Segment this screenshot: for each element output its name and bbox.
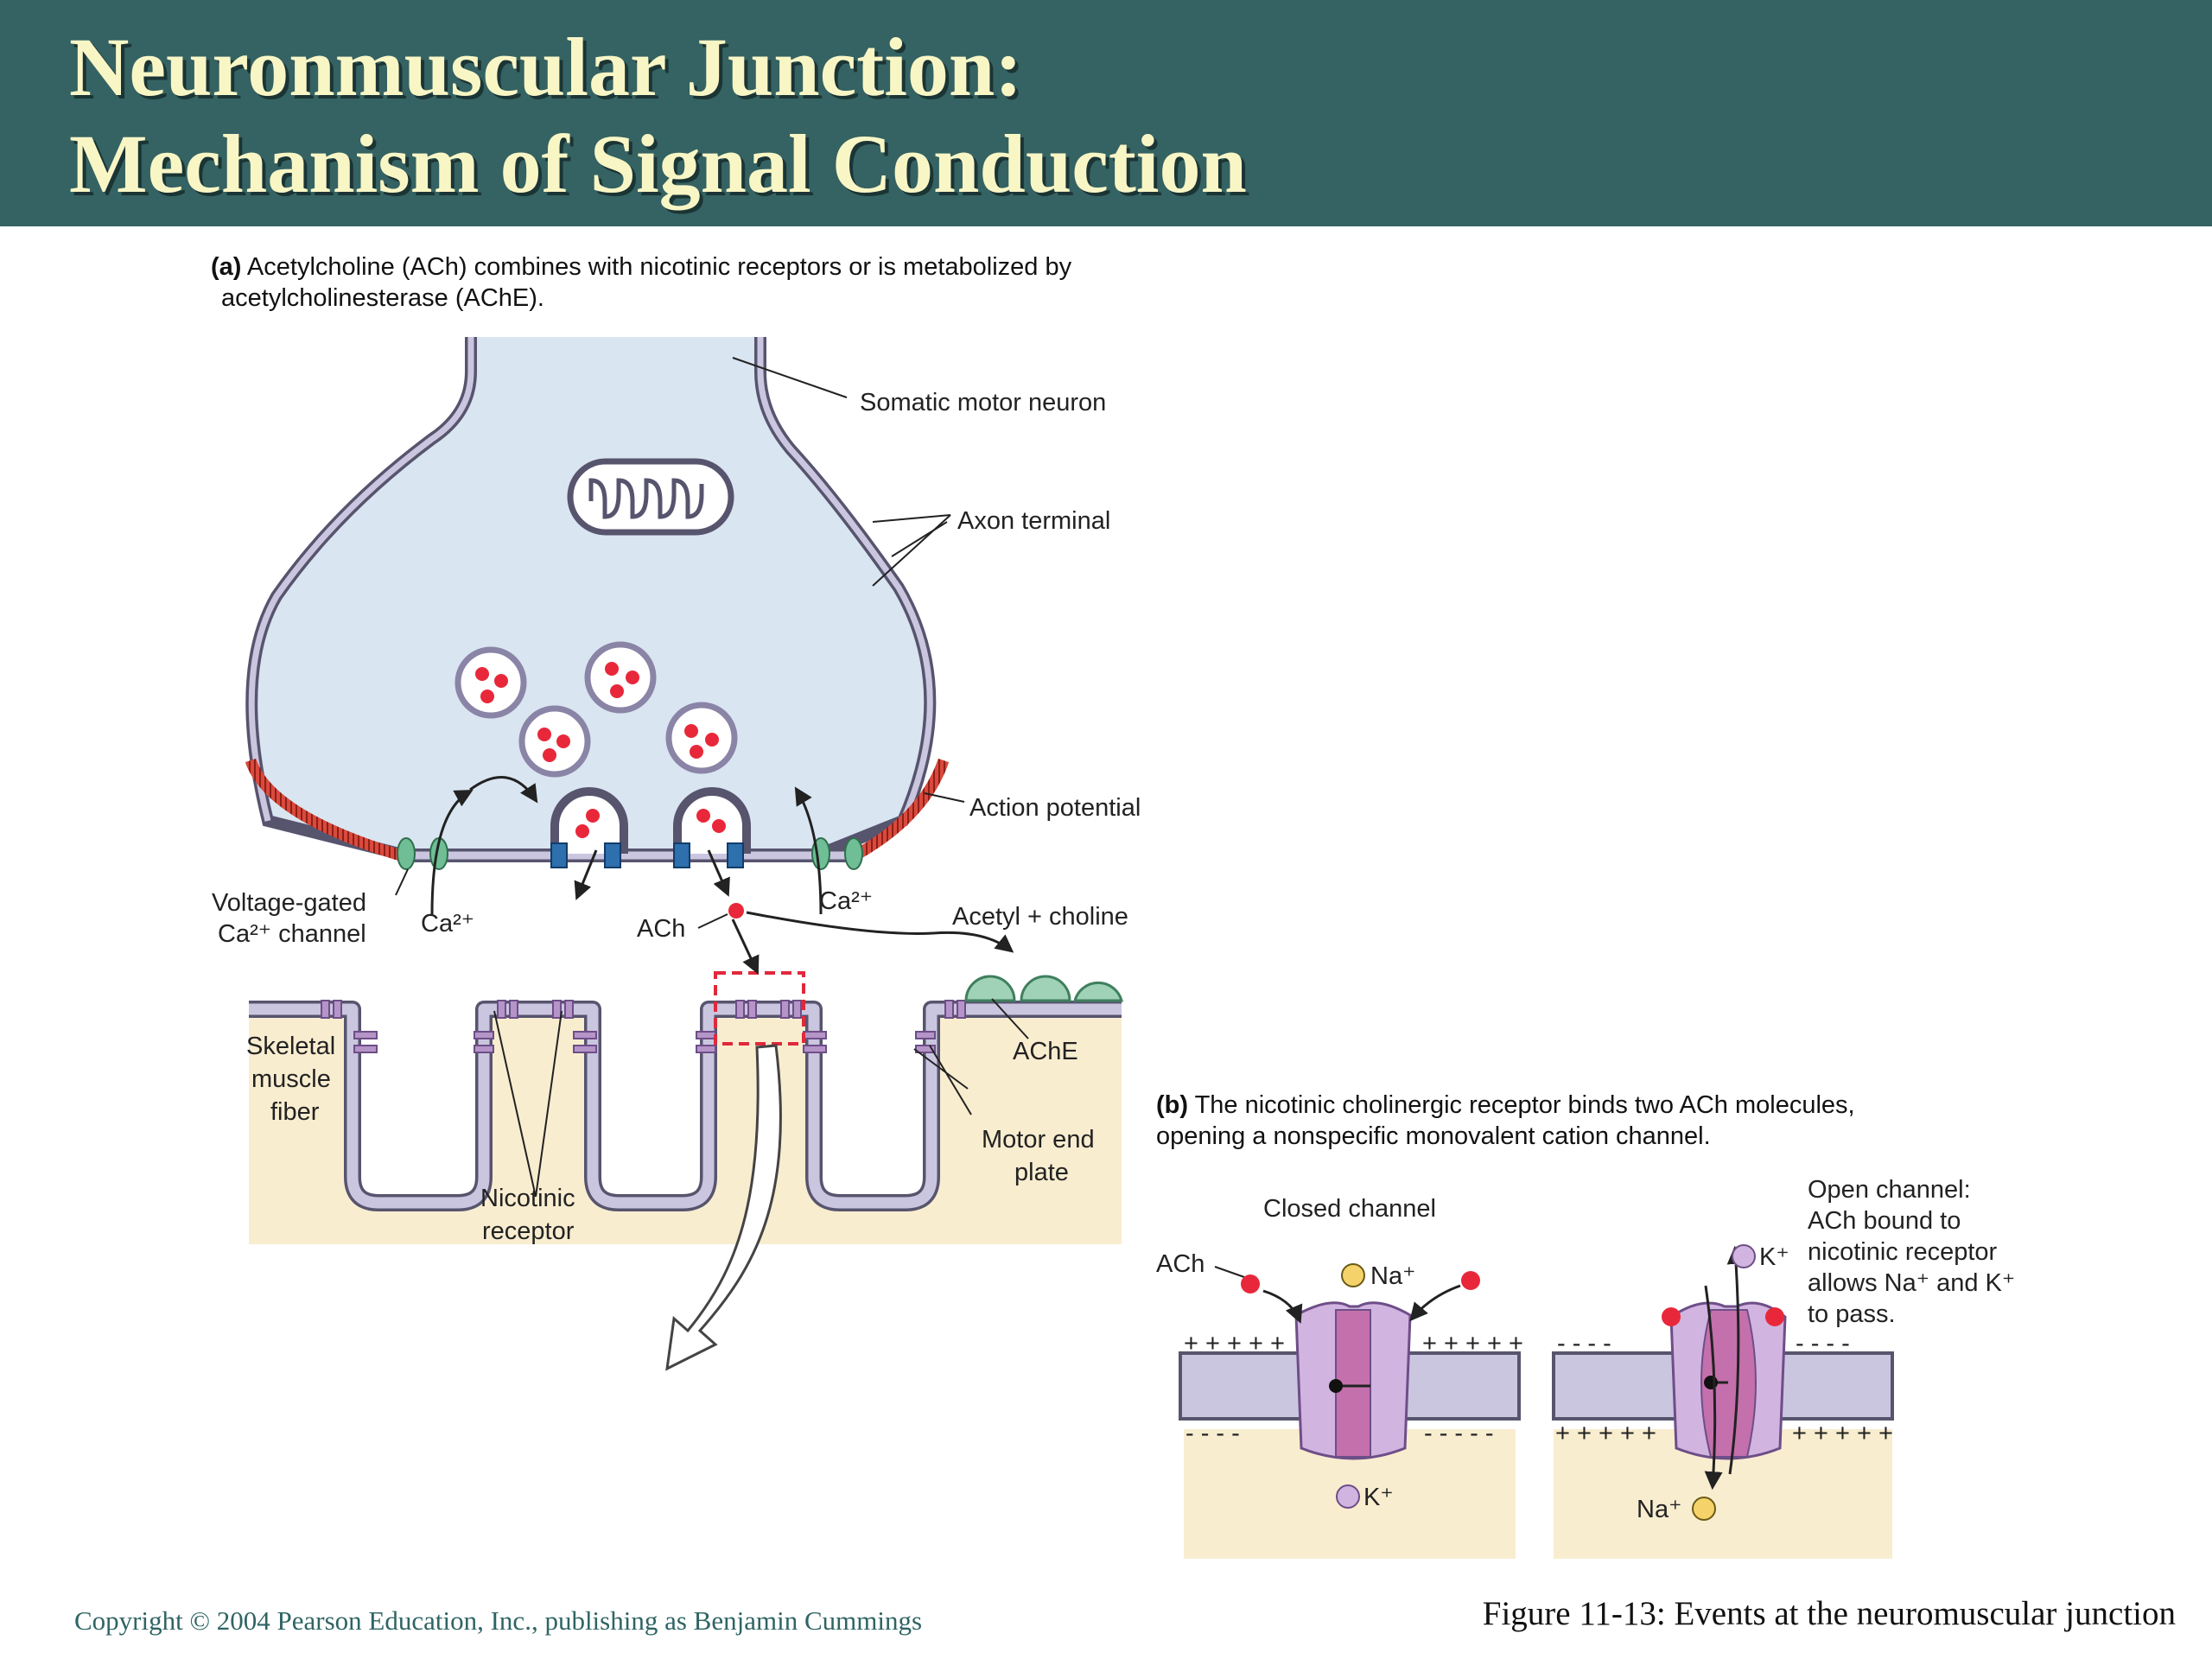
title-line-1: Neuronmuscular Junction:	[69, 21, 1023, 113]
ach-bound-right	[1765, 1307, 1784, 1326]
open-channel-line-4: allows Na⁺ and K⁺	[1808, 1269, 2015, 1297]
copyright-notice: Copyright © 2004 Pearson Education, Inc.…	[74, 1605, 923, 1636]
label-closed-channel: Closed channel	[1263, 1195, 1436, 1223]
open-minus-left: - - - -	[1557, 1330, 1611, 1357]
closed-minus-right: - - - - -	[1424, 1420, 1494, 1447]
panel-b-letter: (b)	[1156, 1091, 1188, 1119]
title-bar: Neuronmuscular Junction: Mechanism of Si…	[0, 0, 2212, 226]
label-axon-terminal: Axon terminal	[957, 507, 1110, 535]
closed-plus-left: + + + + +	[1184, 1330, 1285, 1357]
panel-b-caption-line-1: The nicotinic cholinergic receptor binds…	[1188, 1091, 1855, 1119]
skeletal-muscle-fiber	[249, 971, 1123, 1371]
label-ach: ACh	[637, 915, 685, 943]
label-ca-left: Ca²⁺	[421, 910, 474, 938]
action-potential-right	[852, 758, 950, 861]
ach-molecule	[728, 903, 744, 918]
label-nicotinic-1: Nicotinic	[480, 1185, 575, 1212]
label-ach-b: ACh	[1156, 1250, 1205, 1278]
ach-molecule-right	[1461, 1271, 1480, 1290]
label-k-open: K⁺	[1759, 1243, 1789, 1271]
open-plus-left: + + + + +	[1555, 1420, 1656, 1447]
label-voltage-gated-1: Voltage-gated	[212, 889, 366, 917]
ache-enzymes	[964, 975, 1123, 1002]
action-potential-left	[245, 758, 408, 863]
closed-channel-panel	[1179, 1301, 1521, 1559]
panel-b-caption: (b) The nicotinic cholinergic receptor b…	[1156, 1091, 1855, 1119]
muscle-cytoplasm	[249, 1009, 1122, 1244]
open-minus-right: - - - -	[1796, 1330, 1850, 1357]
synaptic-vesicles	[454, 641, 738, 778]
label-skeletal-2: muscle	[251, 1065, 331, 1093]
open-channel-line-2: ACh bound to	[1808, 1207, 1961, 1235]
zoom-arrow	[665, 1044, 782, 1371]
open-plus-right: + + + + +	[1792, 1420, 1893, 1447]
panel-b-caption-line-2: opening a nonspecific monovalent cation …	[1156, 1122, 1711, 1150]
panel-a-caption-line-1: Acetylcholine (ACh) combines with nicoti…	[241, 253, 1071, 281]
open-channel-line-1: Open channel:	[1808, 1176, 1971, 1204]
na-ion-open	[1692, 1497, 1716, 1521]
panel-a-caption: (a) Acetylcholine (ACh) combines with ni…	[211, 253, 1072, 281]
panel-a-arrows	[430, 776, 1014, 975]
k-ion-closed	[1336, 1484, 1360, 1509]
neuromuscular-junction-diagram: (a) Acetylcholine (ACh) combines with ni…	[211, 253, 2015, 1559]
label-pointer-lines	[395, 357, 1029, 1116]
label-ache: AChE	[1013, 1038, 1078, 1065]
open-channel-panel	[1552, 1245, 1894, 1559]
exocytosis-vesicles	[550, 787, 751, 854]
docking-proteins	[550, 842, 744, 868]
label-somatic-motor-neuron: Somatic motor neuron	[860, 389, 1106, 416]
closed-minus-left: - - - -	[1185, 1420, 1240, 1447]
label-skeletal-3: fiber	[270, 1098, 320, 1126]
panel-a-caption-line-2: acetylcholinesterase (AChE).	[221, 284, 544, 312]
label-skeletal-1: Skeletal	[246, 1033, 335, 1060]
label-na-closed: Na⁺	[1370, 1262, 1415, 1290]
closed-plus-right: + + + + +	[1422, 1330, 1523, 1357]
label-voltage-gated-2: Ca²⁺ channel	[218, 920, 366, 948]
nicotinic-receptors	[321, 1000, 966, 1053]
label-nicotinic-2: receptor	[482, 1217, 575, 1245]
open-channel-description: Open channel: ACh bound to nicotinic rec…	[1808, 1176, 2015, 1328]
muscle-membrane-fill	[249, 1003, 1122, 1209]
label-ca-right: Ca²⁺	[819, 887, 873, 915]
page-title: Neuronmuscular Junction: Mechanism of Si…	[69, 19, 1247, 213]
ach-molecule-left	[1241, 1274, 1260, 1294]
mitochondrion	[567, 458, 734, 536]
highlight-box	[714, 971, 805, 1046]
panel-a-letter: (a)	[211, 253, 241, 281]
figure-caption: Figure 11-13: Events at the neuromuscula…	[1482, 1595, 2176, 1632]
label-na-open: Na⁺	[1637, 1496, 1681, 1523]
k-ion-open	[1732, 1244, 1756, 1268]
open-channel-line-5: to pass.	[1808, 1300, 1896, 1328]
label-motor-end-2: plate	[1014, 1159, 1069, 1186]
label-motor-end-1: Motor end	[982, 1126, 1095, 1154]
na-ion-closed	[1341, 1263, 1365, 1287]
ach-bound-left	[1662, 1307, 1681, 1326]
label-acetyl-choline: Acetyl + choline	[952, 903, 1128, 931]
neuron-membrane-inner	[248, 337, 933, 823]
label-k-closed: K⁺	[1363, 1484, 1394, 1511]
title-line-2: Mechanism of Signal Conduction	[69, 118, 1247, 210]
axon-terminal	[245, 337, 950, 870]
label-action-potential: Action potential	[969, 794, 1141, 822]
open-channel-line-3: nicotinic receptor	[1808, 1238, 1998, 1266]
neuron-body	[245, 337, 937, 861]
